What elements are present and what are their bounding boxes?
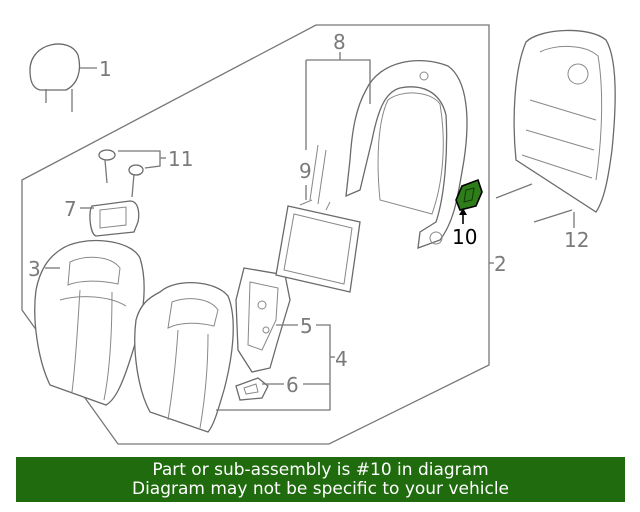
banner-line-2: Diagram may not be specific to your vehi… [131, 478, 509, 499]
callout-5: 5 [300, 314, 313, 338]
part-bracket [235, 377, 269, 401]
callout-9: 9 [299, 159, 312, 183]
part-seat-back-board [495, 29, 616, 223]
part-headrest [29, 43, 81, 112]
callout-2: 2 [494, 252, 507, 276]
callout-4: 4 [335, 347, 348, 371]
callout-11: 11 [168, 147, 193, 171]
part-lumbar-support [275, 144, 361, 293]
info-banner: Part or sub-assembly is #10 in diagram D… [16, 457, 625, 502]
callout-8: 8 [333, 30, 346, 54]
callout-3: 3 [28, 257, 41, 281]
part-seat-back-frame [345, 60, 468, 249]
part-bolts [98, 149, 144, 198]
parts-diagram: 1 11 7 3 5 [21, 24, 616, 445]
callout-1: 1 [99, 57, 112, 81]
leader-8 [306, 59, 371, 104]
part-10-highlighted [455, 178, 483, 211]
part-side-airbag [235, 267, 291, 373]
part-seat-back-pad [134, 282, 234, 433]
part-switch [89, 200, 140, 237]
callout-12: 12 [564, 228, 589, 252]
callout-10: 10 [452, 225, 477, 249]
part-seat-back-cover [34, 239, 145, 406]
callout-6: 6 [286, 373, 299, 397]
callout-7: 7 [64, 197, 77, 221]
banner-line-1: Part or sub-assembly is #10 in diagram [152, 459, 489, 480]
